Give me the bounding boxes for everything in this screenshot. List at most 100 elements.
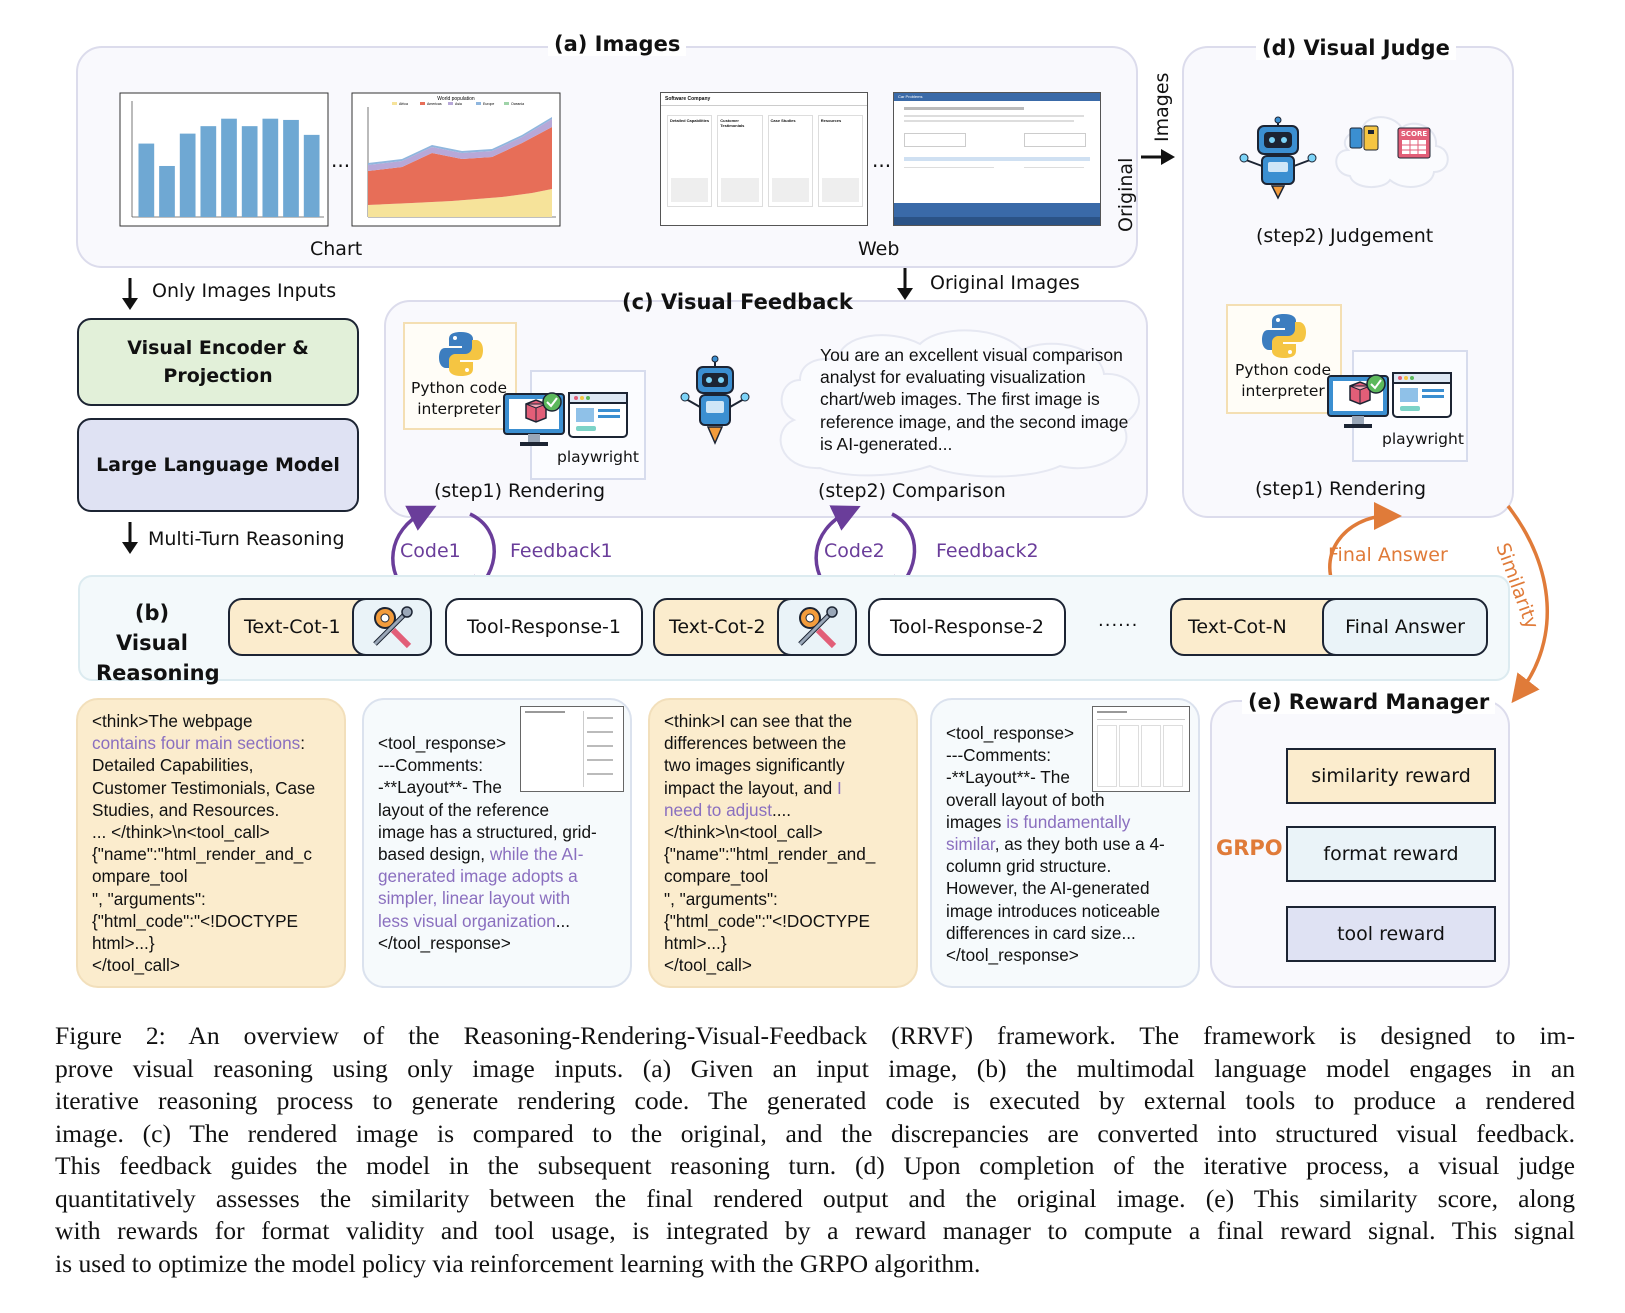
card-line: </tool_call> xyxy=(664,955,752,976)
feedback-step2-label: (step2) Comparison xyxy=(818,480,1006,502)
card-line: Studies, and Resources. xyxy=(92,799,280,820)
card-line: two images significantly xyxy=(664,755,845,776)
card-line: </think>\n<tool_call> xyxy=(664,822,823,843)
card-line: ... </think>\n<tool_call> xyxy=(92,822,270,843)
prompt-line: is AI-generated... xyxy=(820,433,953,454)
card-line: ---Comments: xyxy=(378,755,484,776)
final-answer-box: Final Answer xyxy=(1322,598,1488,656)
card4-thumbnail xyxy=(1092,706,1190,792)
legend-swatch xyxy=(392,102,397,105)
caption-line: with rewards for format validity and too… xyxy=(55,1216,1575,1245)
bar-chart-thumbnail xyxy=(119,92,329,227)
caption-line: prove visual reasoning using only image … xyxy=(55,1053,1575,1083)
feedback-step1-label: (step1) Rendering xyxy=(434,480,606,502)
web-label: Web xyxy=(858,238,900,260)
card-line: Detailed Capabilities, xyxy=(92,755,254,776)
prompt-line: reference image, and the second image xyxy=(820,411,1129,432)
card-line: generated image adopts a xyxy=(378,866,578,887)
browser-window-icon xyxy=(568,392,628,438)
prompt-line: analyst for evaluating visualization xyxy=(820,367,1086,388)
card-line: html>...} xyxy=(664,933,727,954)
card-line: -**Layout**- The xyxy=(946,767,1070,788)
web1-column: Detailed Capabilities xyxy=(667,115,713,207)
thumbnail-ellipsis: ... xyxy=(331,148,351,172)
legend-label: Africa xyxy=(399,102,408,106)
thumbnail-ellipsis-2: ... xyxy=(872,148,892,172)
legend-label: Americas xyxy=(427,102,442,106)
card-line: <tool_response> xyxy=(378,733,507,753)
card-line: ompare_tool xyxy=(92,866,188,887)
card-line: {"html_code":"<!DOCTYPE xyxy=(664,910,871,931)
tool-reward-box: tool reward xyxy=(1286,906,1496,962)
grpo-label: GRPO xyxy=(1216,836,1283,860)
judge-monitor-cube-icon xyxy=(1327,374,1389,428)
card-line: html>...} xyxy=(92,933,155,954)
code2-label: Code2 xyxy=(824,540,885,562)
card-line: differences in card size... xyxy=(946,922,1136,943)
bar xyxy=(138,143,155,217)
down-arrow-reasoning xyxy=(122,522,138,554)
code1-label: Code1 xyxy=(400,540,461,562)
visual-judge-panel xyxy=(1182,46,1514,518)
judge-step2-label: (step2) Judgement xyxy=(1256,225,1434,247)
prompt-line: chart/web images. The first image is xyxy=(820,389,1100,410)
legend-swatch xyxy=(448,102,453,105)
card-line: less visual organization... xyxy=(378,910,571,931)
caption-line: iterative reasoning process to generate … xyxy=(55,1086,1575,1115)
web1-title: Software Company xyxy=(665,96,711,102)
area-chart-title: World population xyxy=(437,96,475,102)
card-line: image introduces noticeable xyxy=(946,900,1161,921)
figure-caption: Figure 2: An overview of the Reasoning-R… xyxy=(55,1020,1575,1280)
bar xyxy=(200,126,217,217)
judge-python-logo-icon xyxy=(1262,314,1306,358)
chart-label: Chart xyxy=(310,238,363,260)
web-thumbnail-2: Car Problems xyxy=(893,92,1101,226)
down-arrow-inputs xyxy=(122,278,138,310)
tool-response-1-box: Tool-Response-1 xyxy=(445,598,643,656)
visual-reasoning-title: (b) Visual Reasoning xyxy=(96,601,220,685)
similarity-reward-box: similarity reward xyxy=(1286,748,1496,804)
bar xyxy=(262,118,279,217)
text-cot-n-box: Text-Cot-N xyxy=(1170,598,1350,656)
card2-thumbnail xyxy=(520,706,624,792)
bar xyxy=(303,134,320,217)
card-line: {"html_code":"<!DOCTYPE xyxy=(92,910,299,931)
down-arrow-original-images xyxy=(897,268,913,300)
card-line: images is fundamentally xyxy=(946,811,1131,832)
card-line: </tool_response> xyxy=(946,945,1079,966)
legend-swatch xyxy=(476,102,481,105)
monitor-cube-icon xyxy=(503,392,565,446)
judge-robot-icon xyxy=(1239,116,1317,200)
card-line: similar, as they both use a 4- xyxy=(946,834,1165,855)
tools-icon xyxy=(373,606,413,649)
bar xyxy=(283,119,299,217)
caption-line: is used to optimize the model policy via… xyxy=(55,1248,981,1278)
python-logo-icon xyxy=(439,332,483,376)
caption-line: quantitatively assesses the similarity b… xyxy=(55,1183,1575,1213)
llm-box: Large Language Model xyxy=(77,418,359,512)
continuation-dots: ······ xyxy=(1098,615,1139,636)
reward-manager-title: (e) Reward Manager xyxy=(1242,690,1496,714)
card-line: based design, while the AI- xyxy=(378,844,584,865)
prompt-line: You are an excellent visual comparison xyxy=(820,345,1123,365)
tool-icon-box-1 xyxy=(352,598,432,656)
visual-encoder-box: Visual Encoder & Projection xyxy=(77,318,359,406)
caption-line: This feedback guides the model in the su… xyxy=(55,1151,1575,1180)
only-images-inputs-label: Only Images Inputs xyxy=(152,280,337,302)
tool-icon-box-2 xyxy=(777,598,857,656)
tool-response-2-box: Tool-Response-2 xyxy=(868,598,1066,656)
caption-line: image. (c) The rendered image is compare… xyxy=(55,1118,1575,1148)
card-line: image has a structured, grid- xyxy=(378,821,597,842)
judge-browser-window-icon xyxy=(1392,372,1452,418)
card-line: overall layout of both xyxy=(946,789,1105,810)
bar xyxy=(159,165,175,217)
card-line: {"name":"html_render_and_ xyxy=(664,844,876,865)
legend-swatch xyxy=(420,102,425,105)
card-line: However, the AI-generated xyxy=(946,878,1150,899)
images-panel-title: (a) Images xyxy=(548,32,687,56)
thought-cloud-icon: SCORE xyxy=(1335,116,1449,188)
card-line: <think>I can see that the xyxy=(664,711,853,731)
